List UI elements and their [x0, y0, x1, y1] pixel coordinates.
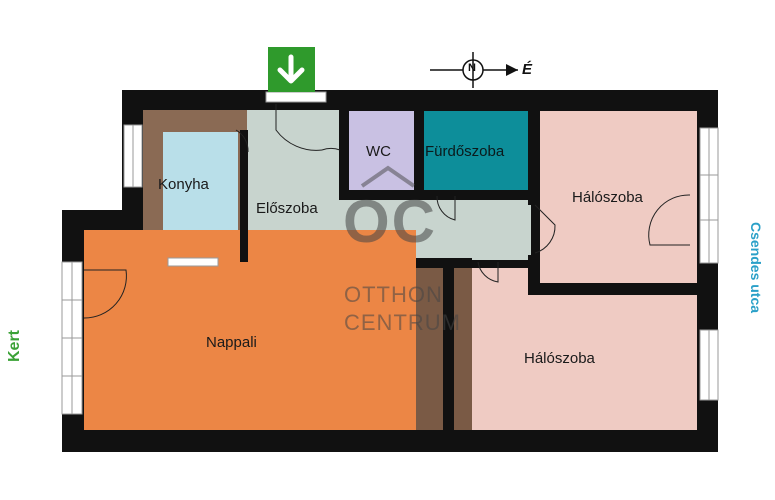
watermark-line2: CENTRUM — [344, 310, 461, 335]
label-kitchen: Konyha — [158, 176, 209, 193]
label-hallway: Előszoba — [256, 200, 318, 217]
entrance-arrow-icon — [268, 47, 315, 92]
doors — [83, 91, 691, 319]
interior-walls — [240, 110, 700, 433]
compass-icon — [430, 52, 518, 88]
compass-north-label: É — [522, 61, 533, 78]
label-bedroom-bottom: Hálószoba — [524, 350, 595, 367]
room-bedroom-bottom — [472, 294, 697, 430]
garden-label: Kert — [6, 329, 23, 362]
label-bedroom-top: Hálószoba — [572, 189, 643, 206]
room-living-top — [84, 258, 448, 268]
room-bathroom — [424, 111, 528, 190]
watermark-line1: OTTHON — [344, 282, 443, 307]
windows — [61, 124, 719, 415]
label-wc: WC — [366, 143, 391, 160]
street-label: Csendes utca — [748, 222, 764, 314]
compass-center-letter: N — [468, 62, 476, 74]
watermark-logo: OC — [343, 188, 437, 255]
label-living: Nappali — [206, 334, 257, 351]
room-wood-strip-1 — [416, 268, 443, 430]
room-bedroom-top — [540, 111, 697, 283]
watermark-roof-icon — [360, 165, 416, 188]
room-wood-strip-2 — [454, 268, 472, 430]
label-bathroom: Fürdőszoba — [425, 143, 505, 160]
